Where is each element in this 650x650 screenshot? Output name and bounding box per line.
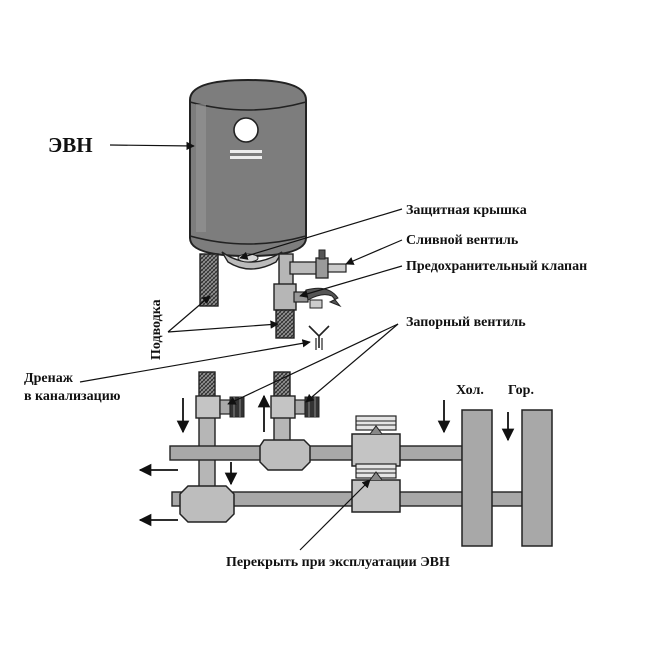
tee-fitting-upper xyxy=(259,439,311,471)
safety-valve[interactable] xyxy=(273,283,342,311)
flow-arrows xyxy=(138,394,515,527)
label-evn: ЭВН xyxy=(48,133,93,157)
label-cold: Хол. xyxy=(456,383,484,398)
bypass-valve-lower[interactable] xyxy=(351,463,401,513)
cold-water-main xyxy=(461,409,493,547)
tank-cold-inlet-hose xyxy=(199,253,219,307)
label-drain-valve: Сливной вентиль xyxy=(406,233,519,248)
label-drain-line2: в канализацию xyxy=(24,389,121,404)
thermostat-dial[interactable] xyxy=(233,117,259,143)
water-heater-tank xyxy=(189,78,307,258)
tee-fitting-lower xyxy=(179,485,235,523)
upper-main-pipe xyxy=(169,445,467,461)
label-close-note: Перекрыть при эксплуатации ЭВН xyxy=(226,555,450,570)
label-drain-line1: Дренаж xyxy=(24,371,74,386)
label-safety-valve: Предохранительный клапан xyxy=(406,259,587,274)
shutoff-valve-right[interactable] xyxy=(270,395,320,419)
label-supply: Подводка xyxy=(149,299,164,360)
drain-valve[interactable] xyxy=(289,249,347,279)
label-shutoff-valve: Запорный вентиль xyxy=(406,315,526,330)
bypass-valve-upper[interactable] xyxy=(351,415,401,467)
indicator-slot xyxy=(230,150,262,153)
drain-funnel xyxy=(308,325,330,350)
label-protective-cover: Защитная крышка xyxy=(406,203,527,218)
label-hot: Гор. xyxy=(508,383,534,398)
leader-lines xyxy=(79,141,403,551)
supply-hose-lower xyxy=(275,309,295,339)
hot-water-main xyxy=(521,409,553,547)
